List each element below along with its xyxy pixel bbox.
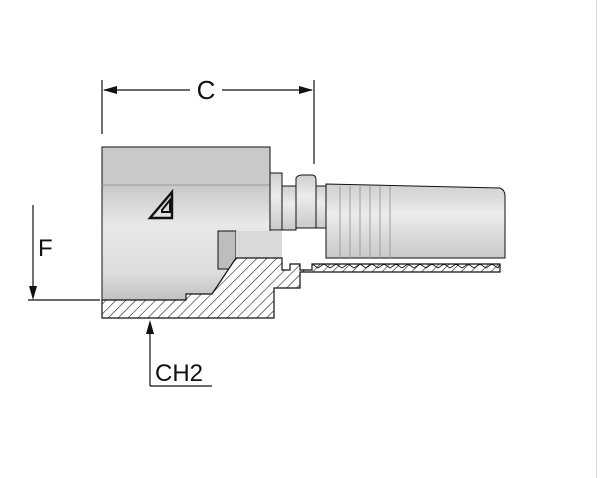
triangle-logo-icon [147,188,174,220]
right-border [596,0,597,478]
hose-tail-barbs [325,183,506,259]
dimension-f-label: F [38,235,53,262]
dimension-f: F [28,205,100,301]
dimension-ch2-label: CH2 [155,360,203,387]
dimension-ch2: CH2 [146,320,212,387]
sectioned-lower-half [101,257,501,319]
dimension-c-label: C [197,75,216,105]
fitting-collar [269,172,327,231]
nut-inner-shoulder [217,230,282,270]
dimension-c: C [101,75,315,164]
